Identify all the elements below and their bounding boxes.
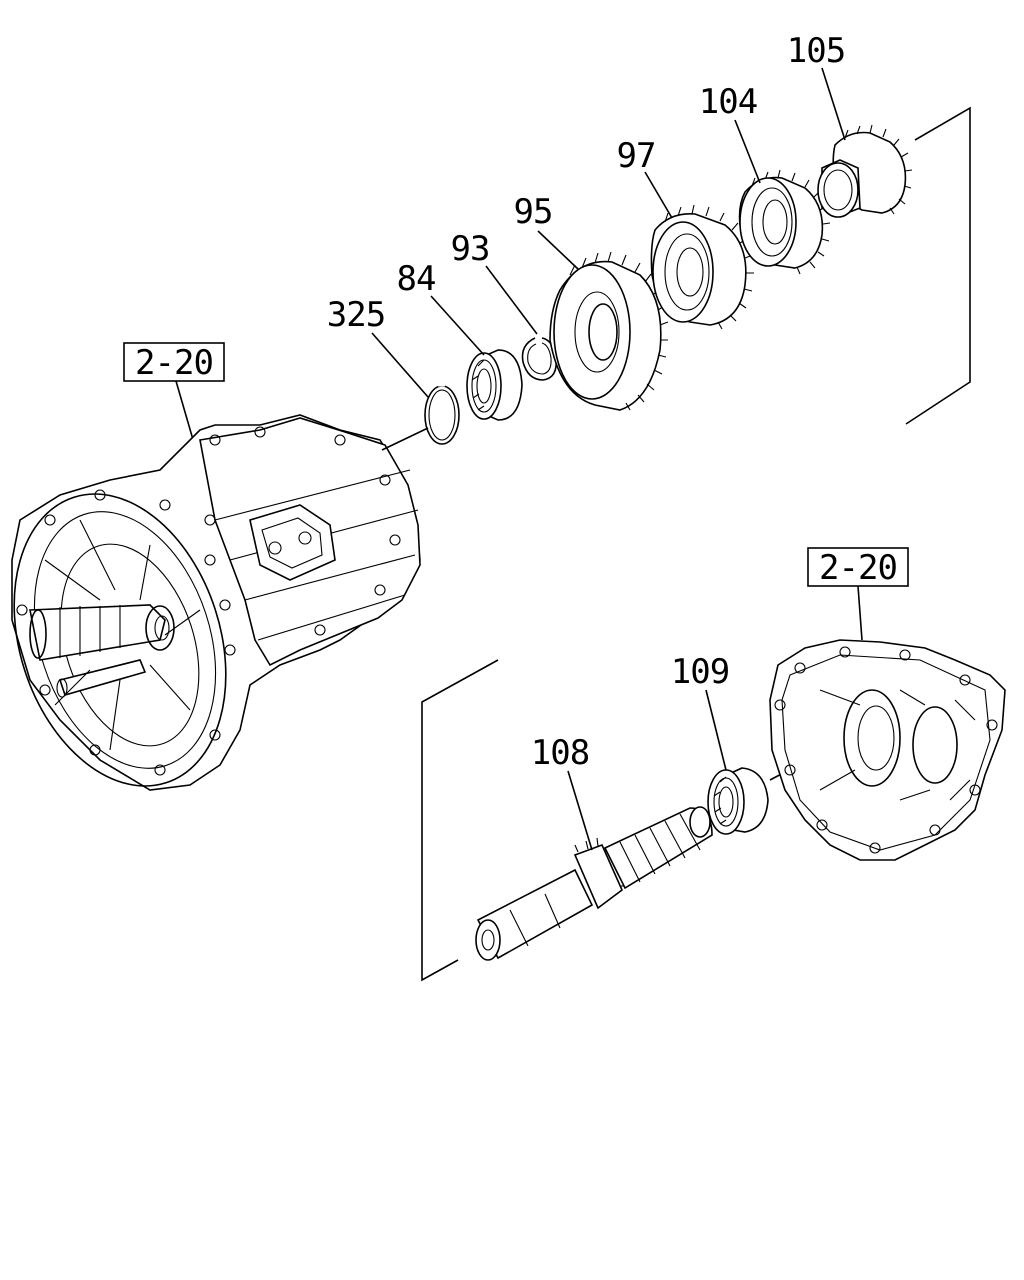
part-84-bearing[interactable]: 84 — [397, 259, 523, 421]
part-108-shaft[interactable]: 108 — [475, 733, 713, 961]
part-84-label: 84 — [397, 259, 436, 299]
part-93-circlip[interactable]: 93 — [451, 229, 558, 381]
part-93-label: 93 — [451, 229, 490, 269]
bracket-top — [905, 106, 971, 425]
bracket-bottom — [421, 659, 499, 982]
ref-box-right-label: 2-20 — [819, 548, 897, 588]
part-325-label: 325 — [327, 295, 385, 335]
part-95-label: 95 — [514, 192, 553, 232]
part-95-gear[interactable]: 95 — [514, 192, 669, 411]
part-325-snap-ring[interactable]: 325 — [327, 295, 460, 451]
part-108-label: 108 — [531, 733, 589, 773]
rear-case — [769, 639, 1006, 861]
part-105-label: 105 — [787, 31, 845, 71]
transmission-case — [11, 414, 421, 791]
ref-box-right[interactable]: 2-20 — [807, 547, 909, 641]
part-97-gear[interactable]: 97 — [617, 136, 754, 330]
part-104-gear[interactable]: 104 — [699, 82, 831, 275]
part-97-label: 97 — [617, 136, 656, 176]
ref-box-top-left-label: 2-20 — [135, 343, 213, 383]
part-109-label: 109 — [671, 652, 729, 692]
part-104-label: 104 — [699, 82, 757, 122]
part-105-gear[interactable]: 105 — [787, 31, 913, 218]
